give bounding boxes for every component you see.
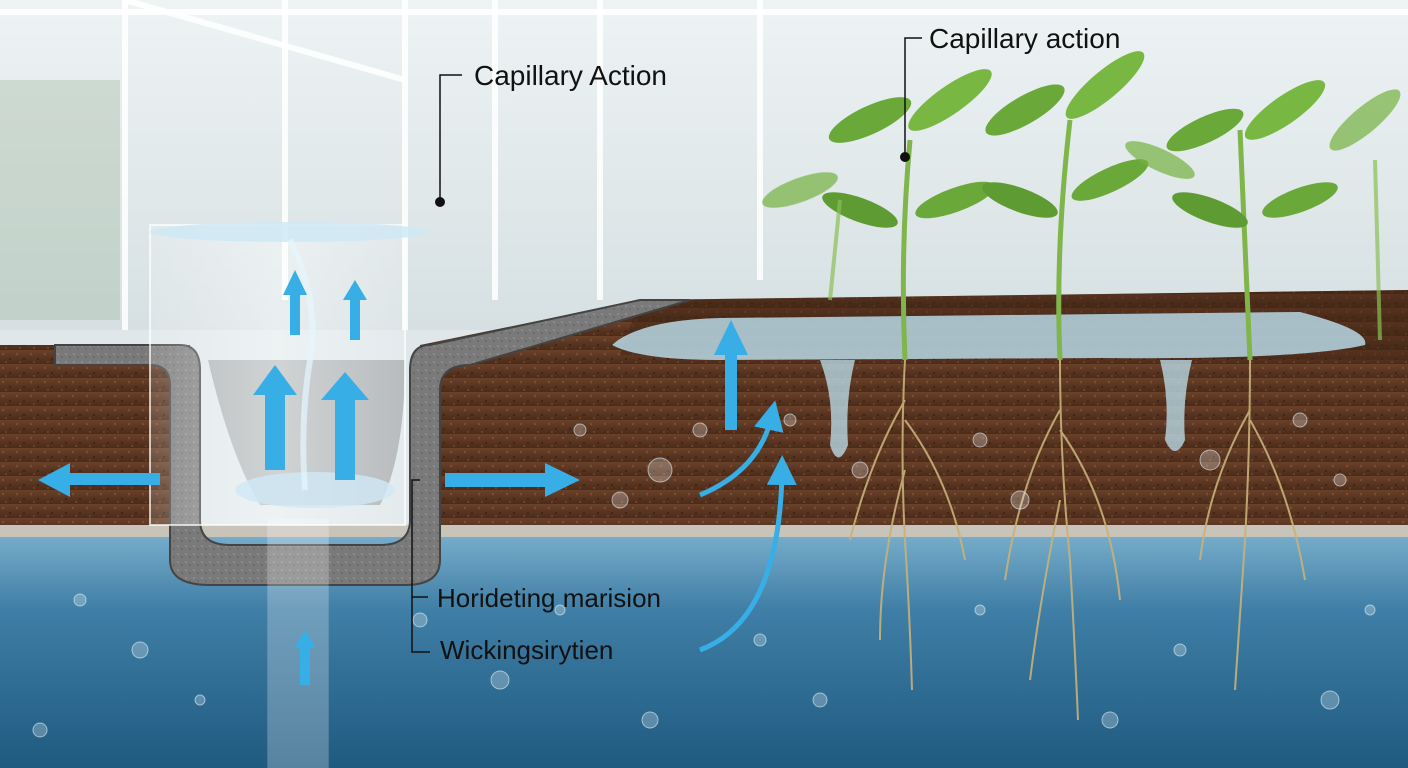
arrow-curve-wicking [699,455,797,653]
arrow-up-pipe [294,630,316,685]
label-wicking-system: Wickingsirytien [440,635,614,665]
arrow-curve-soil [699,400,784,498]
pointer-dot-left [435,197,445,207]
arrow-up-soil [714,320,748,430]
surface-water [612,312,1366,360]
plant-3 [1166,80,1338,361]
greenhouse-frame [0,0,1408,330]
water-stream [287,238,316,491]
plants [762,51,1401,361]
tank-water-surface [150,222,430,242]
plant-background-row [762,89,1401,341]
arrow-up-channel-2 [321,372,369,480]
arrow-up-tank-2 [343,280,367,340]
arrow-right [445,463,580,497]
plant-2 [982,51,1149,361]
water-drip-1 [820,360,855,458]
arrow-up-channel-1 [253,365,297,470]
label-capillary-action-right: Capillary action [929,23,1121,54]
blurred-plants-left [0,80,120,320]
arrow-up-tank-1 [283,270,307,335]
water-bubbles [32,412,1376,738]
label-capillary-action-left: Capillary Action [474,60,667,91]
arrow-left [38,463,160,497]
reservoir-liner [0,525,1408,537]
flow-arrows [38,270,748,685]
roots [849,359,1306,721]
channel-water-pool [235,472,395,508]
pointer-dot-right [900,152,910,162]
label-horizontal-migration: Horideting marision [437,583,661,613]
water-drip-2 [1160,360,1192,451]
leader-lines [411,37,922,653]
